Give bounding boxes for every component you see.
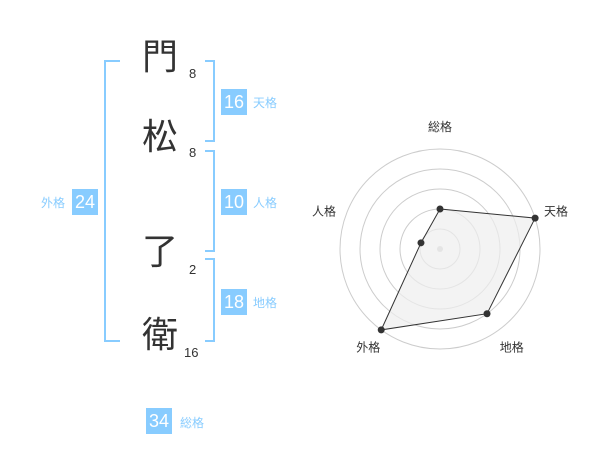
tenkaku-label: 天格 (253, 96, 278, 110)
stroke-count-3: 2 (189, 262, 197, 277)
stroke-count-4: 16 (184, 345, 199, 360)
radar-polygon (380, 208, 536, 331)
chikaku-label: 地格 (253, 296, 278, 310)
soukaku-value: 34 (146, 408, 172, 434)
stroke-count-1: 8 (189, 66, 197, 81)
jinkaku-bracket (205, 150, 215, 252)
outer-bracket (104, 60, 120, 342)
soukaku-label: 総格 (180, 416, 205, 430)
radar-axis-label-4: 外格 (356, 340, 380, 355)
radar-point-3 (483, 310, 491, 318)
jinkaku-label: 人格 (253, 196, 278, 210)
chikaku-bracket (205, 258, 215, 342)
radar-axis-label-3: 地格 (500, 340, 524, 355)
radar-point-4 (377, 326, 385, 334)
tenkaku-bracket (205, 60, 215, 142)
name-char-1: 門 (141, 37, 178, 78)
radar-axis-label-1: 総格 (428, 119, 452, 134)
radar-point-5 (417, 239, 425, 247)
radar-point-1 (436, 205, 444, 213)
jinkaku-value: 10 (221, 189, 247, 215)
name-char-2: 松 (141, 117, 178, 158)
radar-axis-label-2: 天格 (544, 203, 568, 218)
stroke-count-2: 8 (189, 145, 197, 160)
gaikaku-value: 24 (72, 189, 98, 215)
gaikaku-label: 外格 (41, 196, 66, 210)
radar-axis-label-5: 人格 (312, 203, 336, 218)
name-char-4: 衛 (141, 315, 178, 356)
name-char-3: 了 (141, 232, 178, 273)
chikaku-value: 18 (221, 289, 247, 315)
radar-point-2 (531, 214, 539, 222)
tenkaku-value: 16 (221, 89, 247, 115)
radar-ring-5 (339, 148, 541, 350)
